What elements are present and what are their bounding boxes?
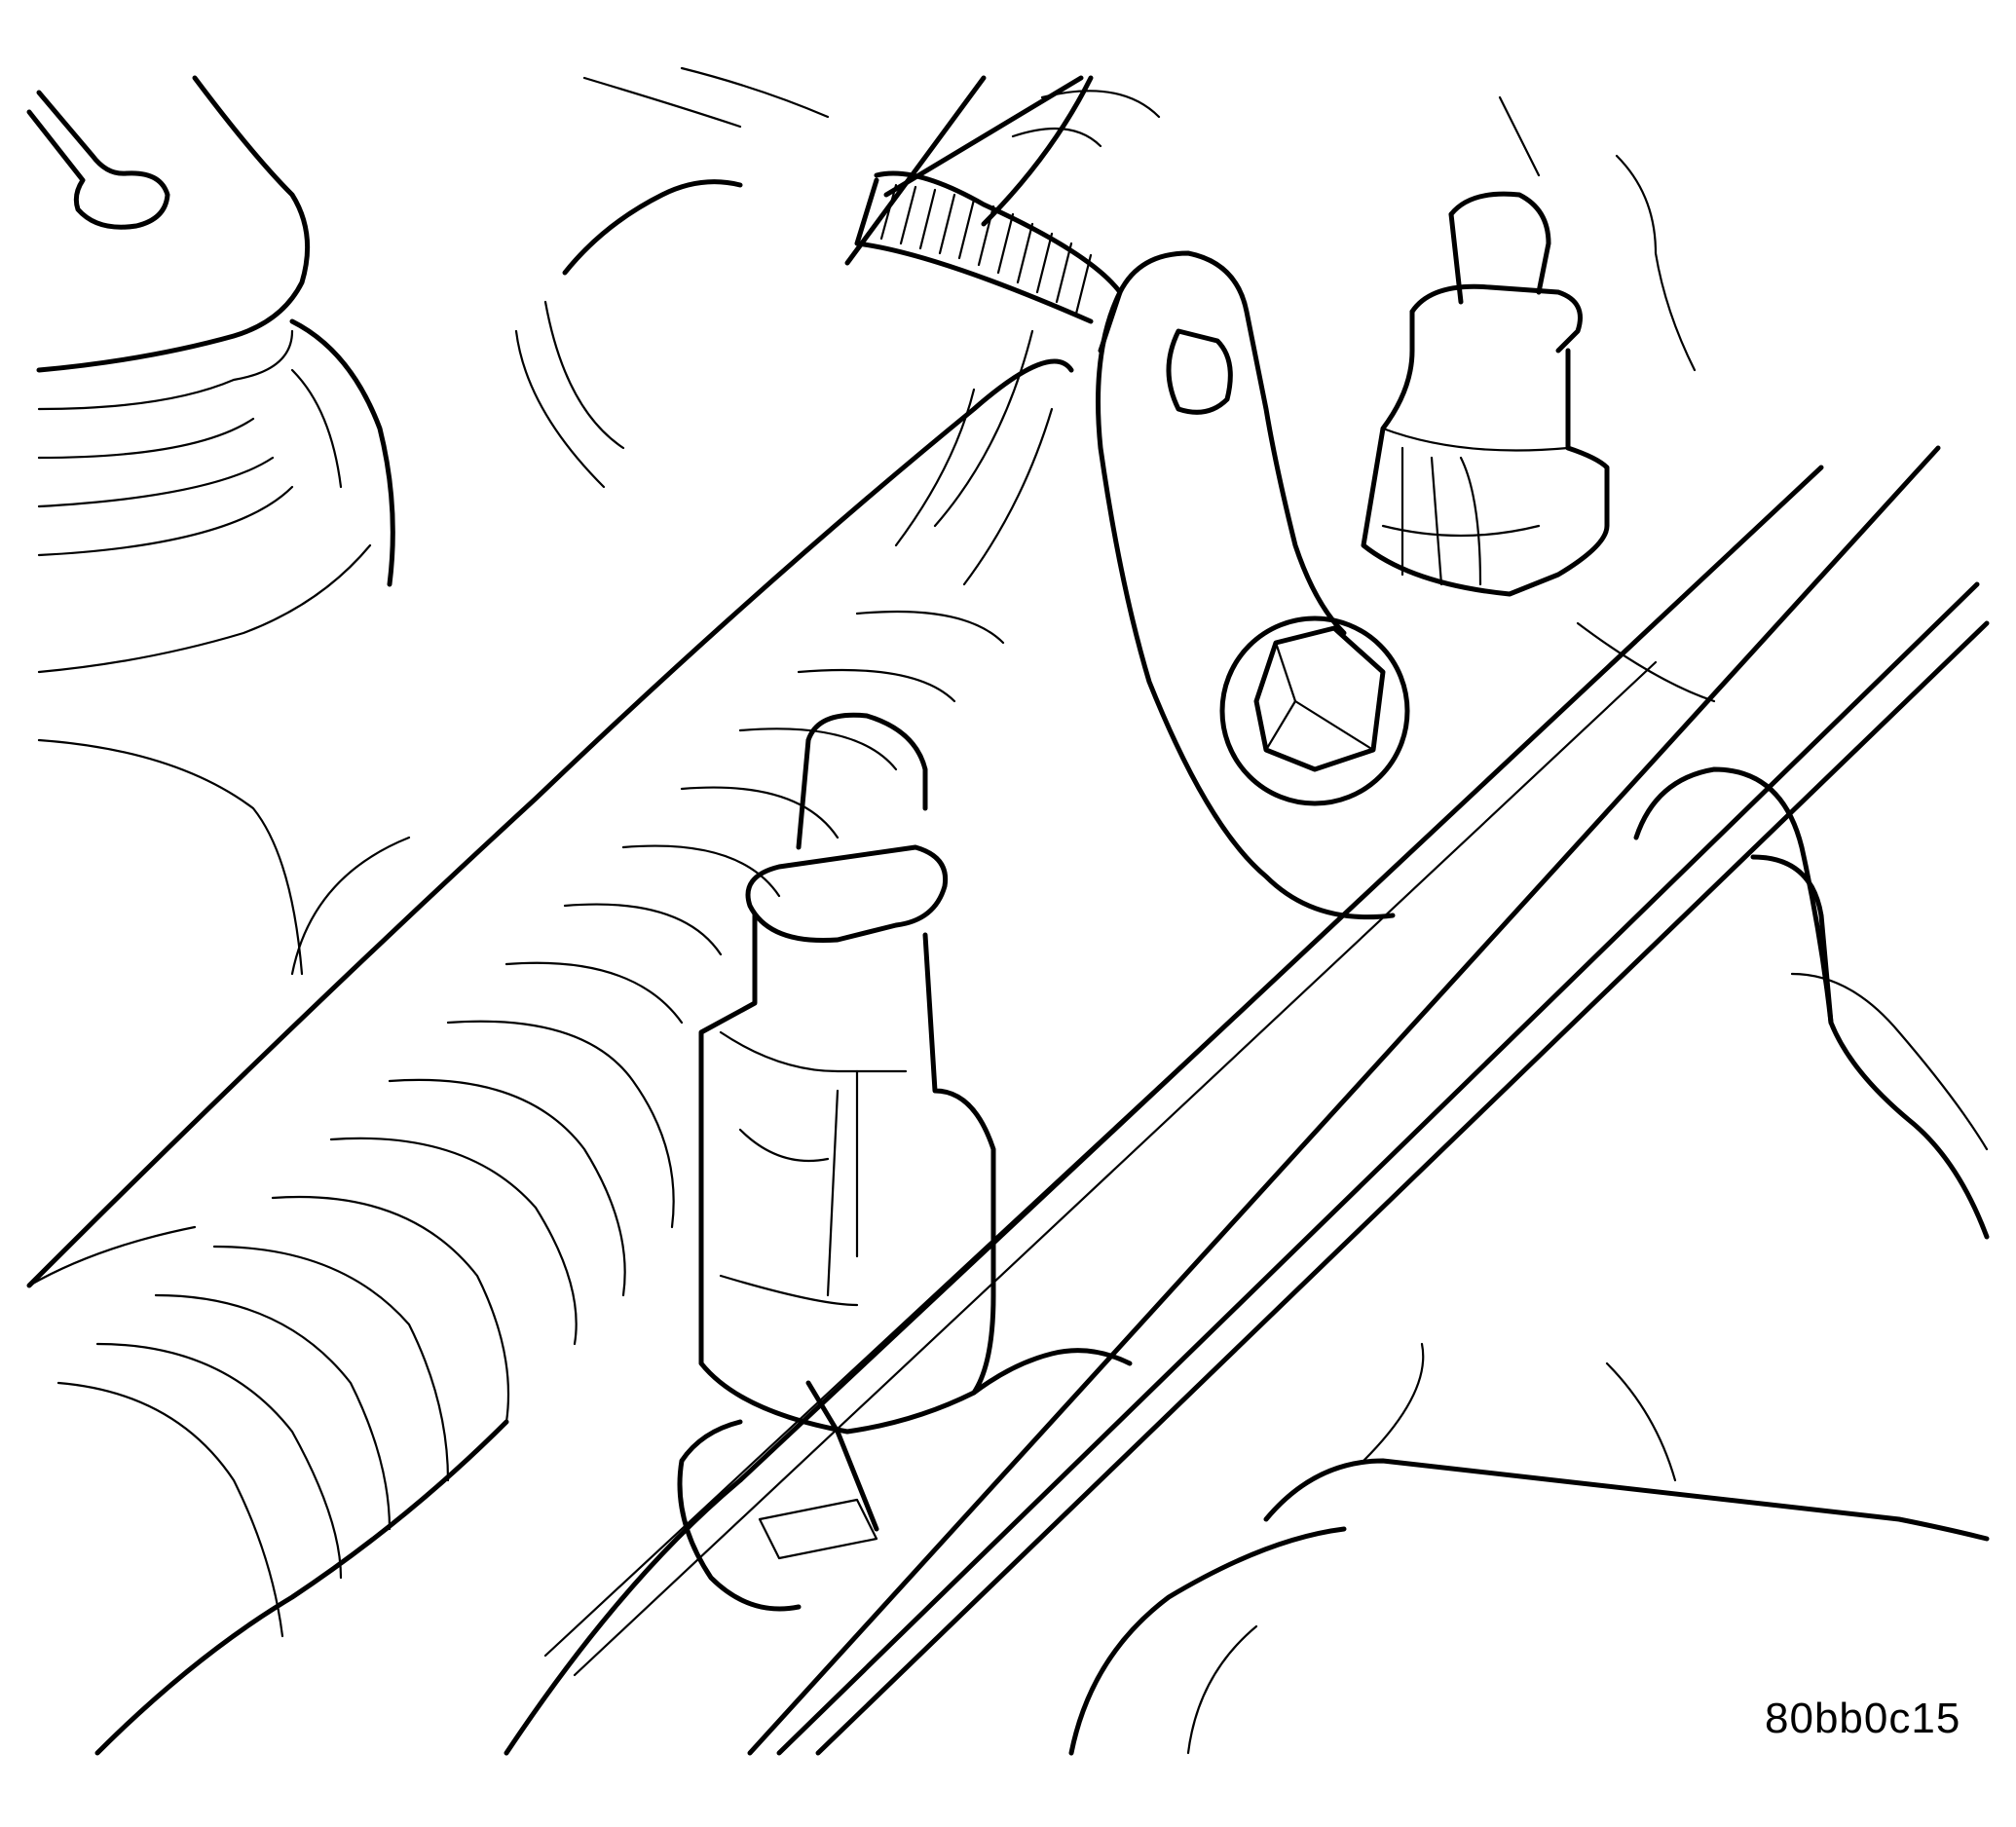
left-contours — [27, 738, 411, 1287]
background-strokes — [514, 95, 1716, 703]
figure-id-label: 80bb0c15 — [1765, 1695, 1961, 1742]
diagonal-rail — [504, 445, 1990, 1756]
mounting-bracket — [1096, 250, 1410, 920]
upper-right-connector — [1361, 191, 1610, 597]
right-housing — [1068, 766, 1990, 1756]
lower-left-connector — [698, 712, 996, 1435]
main-hose — [26, 358, 1074, 1756]
upper-left-boss — [26, 75, 395, 674]
upper-hose-clamp — [562, 66, 1161, 586]
